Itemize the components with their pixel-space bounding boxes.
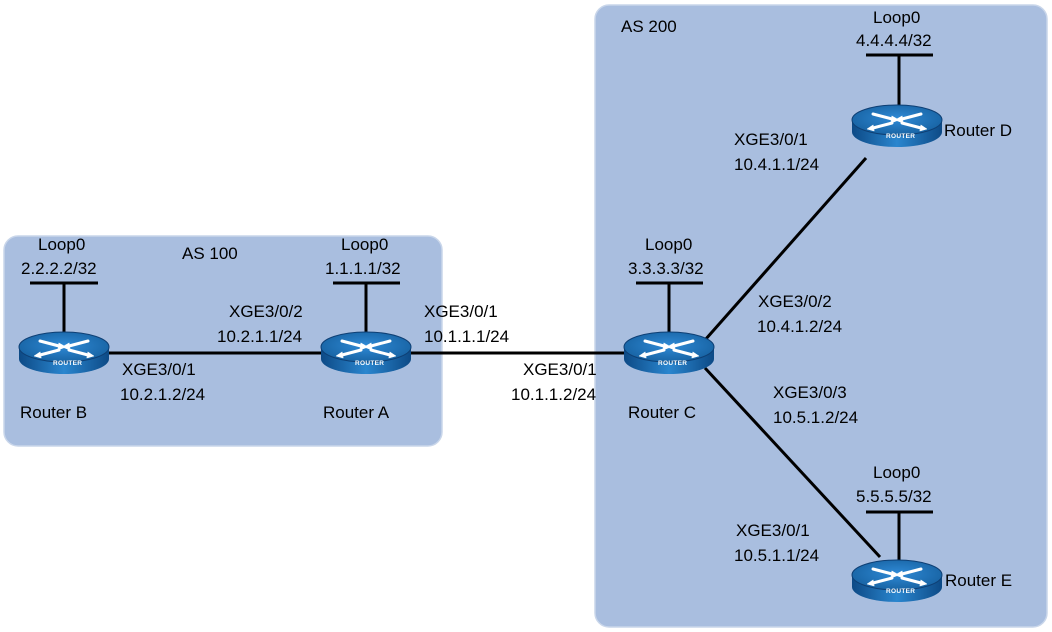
link-c-d [703,157,868,341]
router-d-loop-name: Loop0 [873,8,920,27]
as200-label: AS 200 [621,17,677,36]
router-badge: ROUTER [658,360,687,367]
c-if1-ip: 10.1.1.2/24 [511,385,596,404]
router-e-loop-ip: 5.5.5.5/32 [856,487,932,506]
router-e-label: Router E [945,571,1012,590]
router-e-loop-name: Loop0 [873,463,920,482]
b-if1-ip: 10.2.1.2/24 [120,385,205,404]
c-if3-ip: 10.5.1.2/24 [773,408,858,427]
e-if1-port: XGE3/0/1 [736,521,810,540]
router-badge: ROUTER [886,133,915,140]
router-a-loop-name: Loop0 [341,235,388,254]
router-c-loop-ip: 3.3.3.3/32 [628,259,704,278]
router-a-label: Router A [323,403,390,422]
router-badge: ROUTER [53,360,82,367]
as200-region [594,4,1048,628]
d-if1-ip: 10.4.1.1/24 [734,155,819,174]
e-if1-ip: 10.5.1.1/24 [734,546,819,565]
router-b-label: Router B [20,403,87,422]
d-if1-port: XGE3/0/1 [734,130,808,149]
router-c-loop-name: Loop0 [645,235,692,254]
router-d: ROUTER [850,103,944,149]
links [30,53,933,563]
router-icon [622,330,716,376]
router-icon [850,103,944,149]
router-e: ROUTER [850,558,944,604]
a-if2-ip: 10.2.1.1/24 [217,327,302,346]
router-d-loop-ip: 4.4.4.4/32 [856,31,932,50]
router-badge: ROUTER [886,588,915,595]
c-if2-ip: 10.4.1.2/24 [757,317,842,336]
router-icon [319,330,413,376]
c-if2-port: XGE3/0/2 [758,292,832,311]
router-a: ROUTER [319,330,413,376]
link-c-e [703,366,882,559]
router-d-label: Router D [944,121,1012,140]
c-if3-port: XGE3/0/3 [773,383,847,402]
a-if2-port: XGE3/0/2 [229,302,303,321]
as100-region [3,235,443,447]
router-icon [17,330,111,376]
b-if1-port: XGE3/0/1 [122,360,196,379]
router-b-loop-name: Loop0 [38,235,85,254]
c-if1-port: XGE3/0/1 [523,360,597,379]
a-if1-port: XGE3/0/1 [424,302,498,321]
router-a-loop-ip: 1.1.1.1/32 [325,259,401,278]
router-badge: ROUTER [355,360,384,367]
a-if1-ip: 10.1.1.1/24 [424,327,509,346]
router-icon [850,558,944,604]
router-c-label: Router C [628,403,696,422]
router-b-loop-ip: 2.2.2.2/32 [21,259,97,278]
as100-label: AS 100 [182,244,238,263]
router-b: ROUTER [17,330,111,376]
router-c: ROUTER [622,330,716,376]
